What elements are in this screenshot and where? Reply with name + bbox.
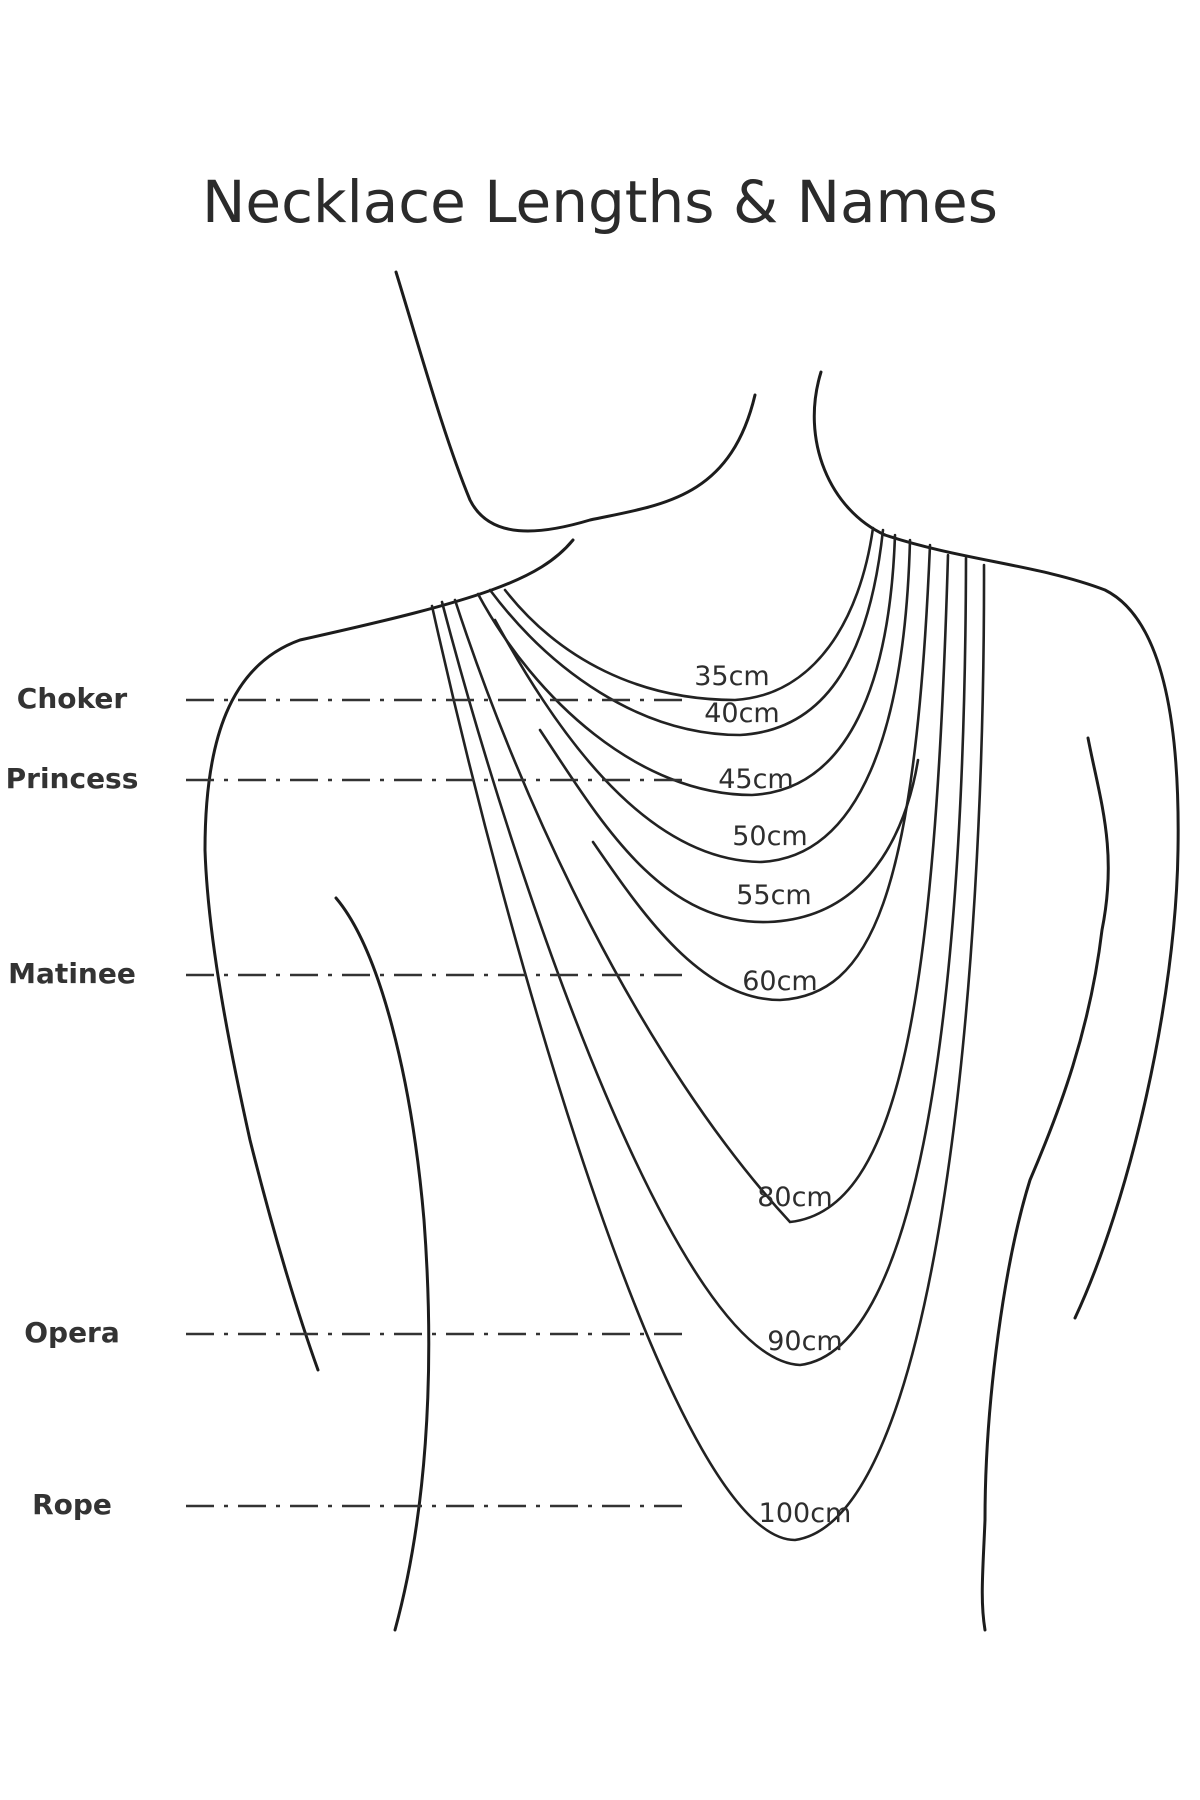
- label-choker: Choker: [17, 682, 128, 715]
- necklace-60cm-chain: [591, 543, 932, 1002]
- label-40cm: 40cm: [704, 698, 780, 729]
- necklace-chains: [430, 526, 986, 1542]
- diagram-title: Necklace Lengths & Names: [202, 168, 998, 236]
- label-35cm: 35cm: [694, 661, 770, 692]
- guide-lines: [186, 698, 690, 1508]
- length-name-labels: Choker Princess Matinee Opera Rope: [6, 682, 139, 1521]
- necklace-90cm-chain: [440, 556, 968, 1367]
- label-45cm: 45cm: [718, 764, 794, 795]
- label-matinee: Matinee: [8, 957, 136, 990]
- label-60cm: 60cm: [742, 966, 818, 997]
- right-shoulder: [883, 533, 1180, 1320]
- necklace-100cm-chain: [430, 563, 986, 1542]
- body-outline: [203, 270, 1180, 1632]
- necklace-55cm-chain: [538, 728, 920, 924]
- necklace-50cm-chain: [493, 538, 912, 864]
- necklace-40cm-chain: [488, 528, 885, 737]
- label-80cm: 80cm: [757, 1182, 833, 1213]
- label-50cm: 50cm: [732, 821, 808, 852]
- jaw-line: [394, 270, 757, 533]
- necklace-45cm-chain: [476, 533, 897, 797]
- neck-right: [812, 370, 887, 537]
- right-torso: [980, 736, 1110, 1632]
- left-shoulder: [203, 538, 575, 1372]
- necklace-80cm-chain: [453, 553, 950, 1224]
- left-torso: [334, 896, 431, 1632]
- label-rope: Rope: [32, 1488, 112, 1521]
- label-55cm: 55cm: [736, 880, 812, 911]
- label-100cm: 100cm: [759, 1498, 852, 1529]
- label-90cm: 90cm: [767, 1326, 843, 1357]
- centimeter-labels: 35cm 40cm 45cm 50cm 55cm 60cm 80cm 90cm …: [694, 661, 851, 1529]
- label-opera: Opera: [24, 1316, 120, 1349]
- label-princess: Princess: [6, 762, 139, 795]
- necklace-35cm-chain: [503, 526, 875, 702]
